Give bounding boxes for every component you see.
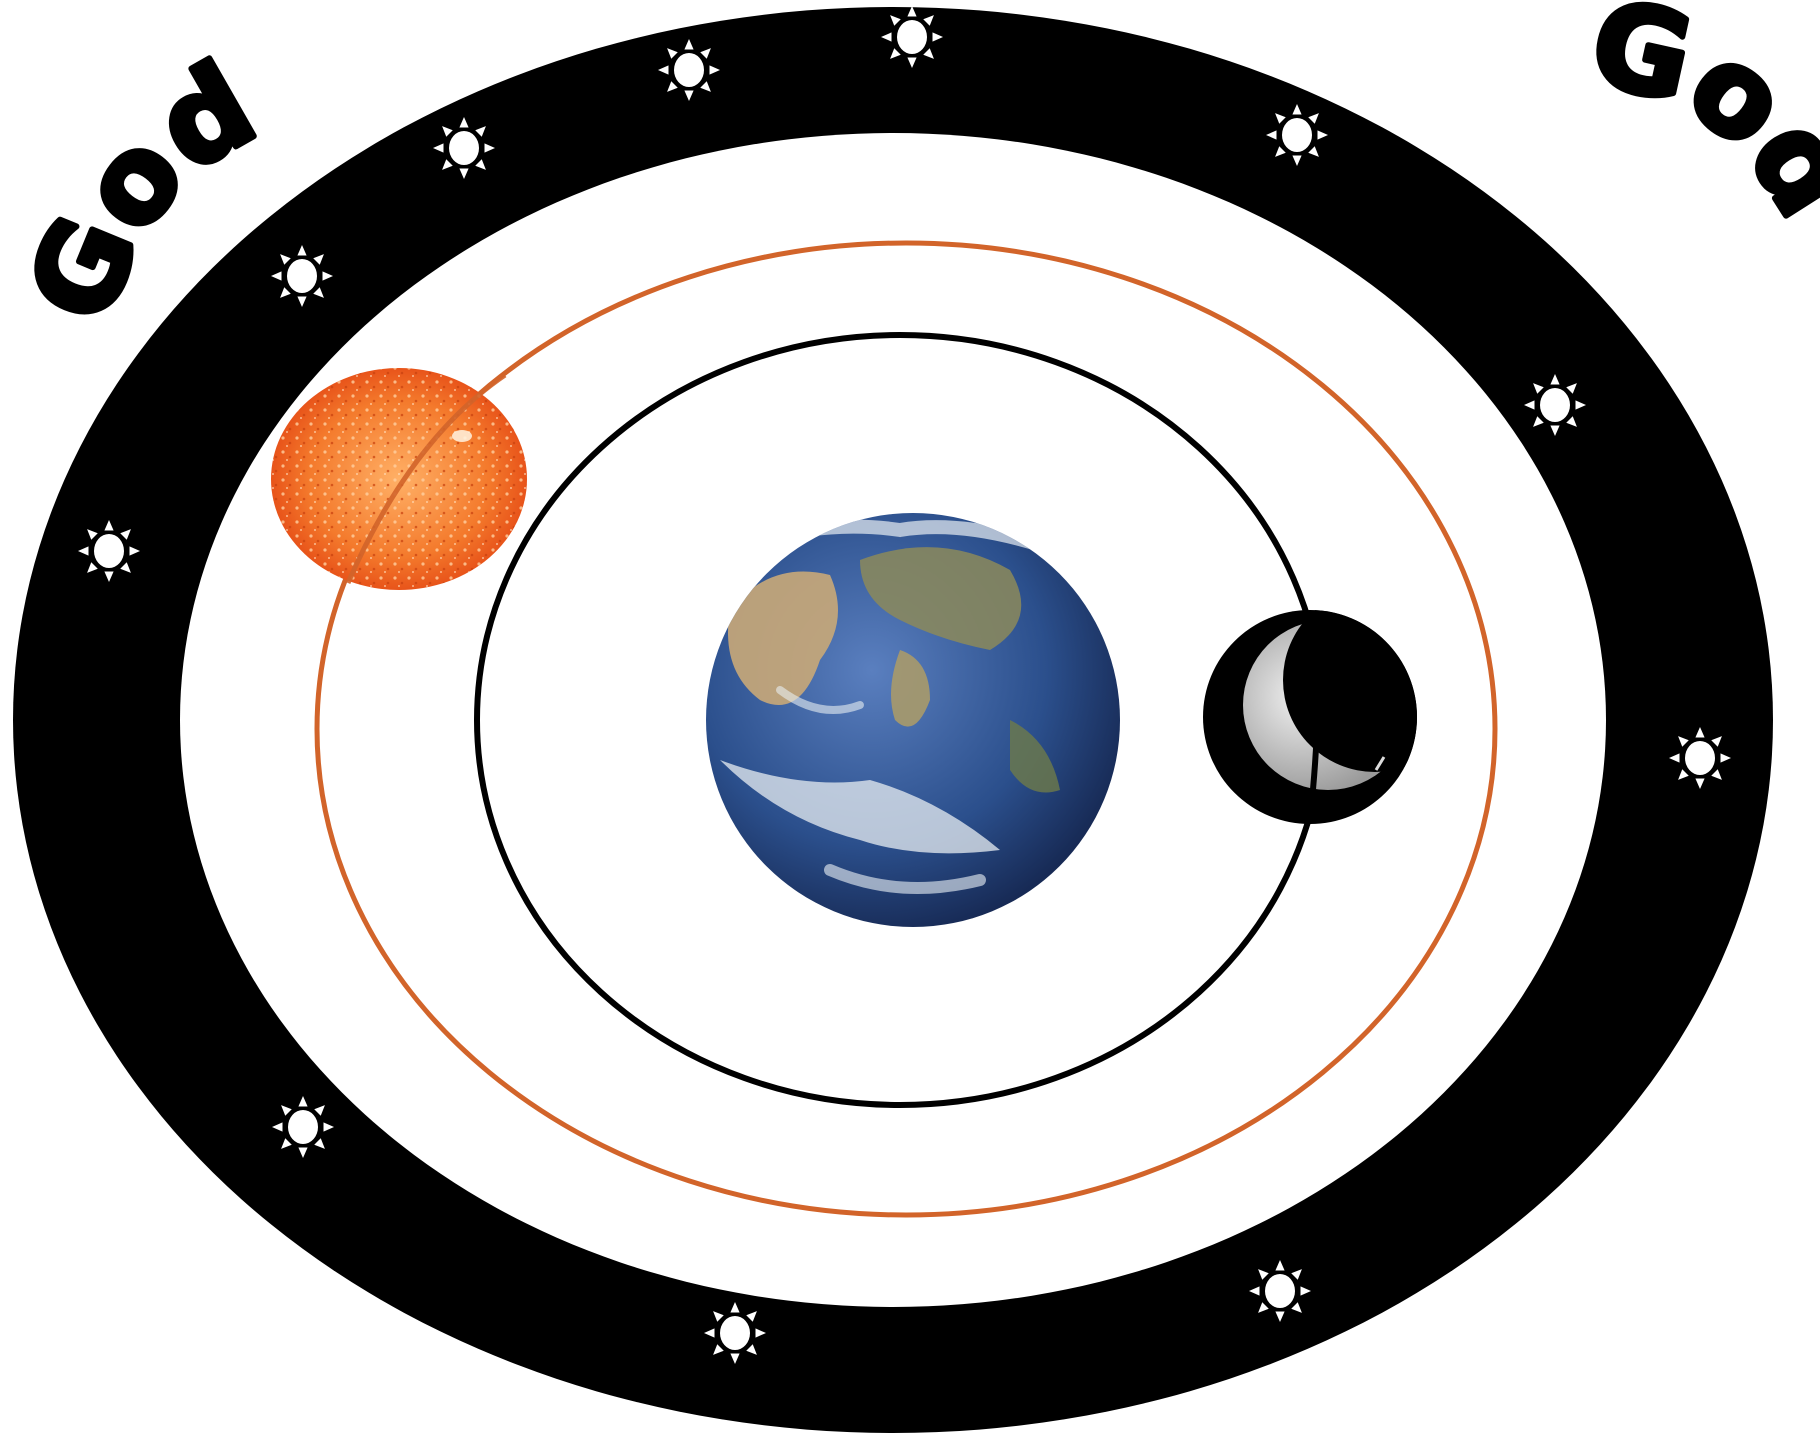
star-icon <box>1669 727 1731 789</box>
star-icon <box>881 6 943 68</box>
star-icon <box>704 1302 766 1364</box>
star-icon <box>1249 1260 1311 1322</box>
star-icon <box>433 117 495 179</box>
star-icon <box>272 1096 334 1158</box>
star-icon <box>1524 374 1586 436</box>
star-icon <box>658 39 720 101</box>
star-icon <box>1266 104 1328 166</box>
sun-icon <box>271 368 527 590</box>
god-label-right: God <box>1580 0 1820 239</box>
star-icon <box>78 520 140 582</box>
earth-icon <box>706 513 1120 927</box>
star-icon <box>271 245 333 307</box>
